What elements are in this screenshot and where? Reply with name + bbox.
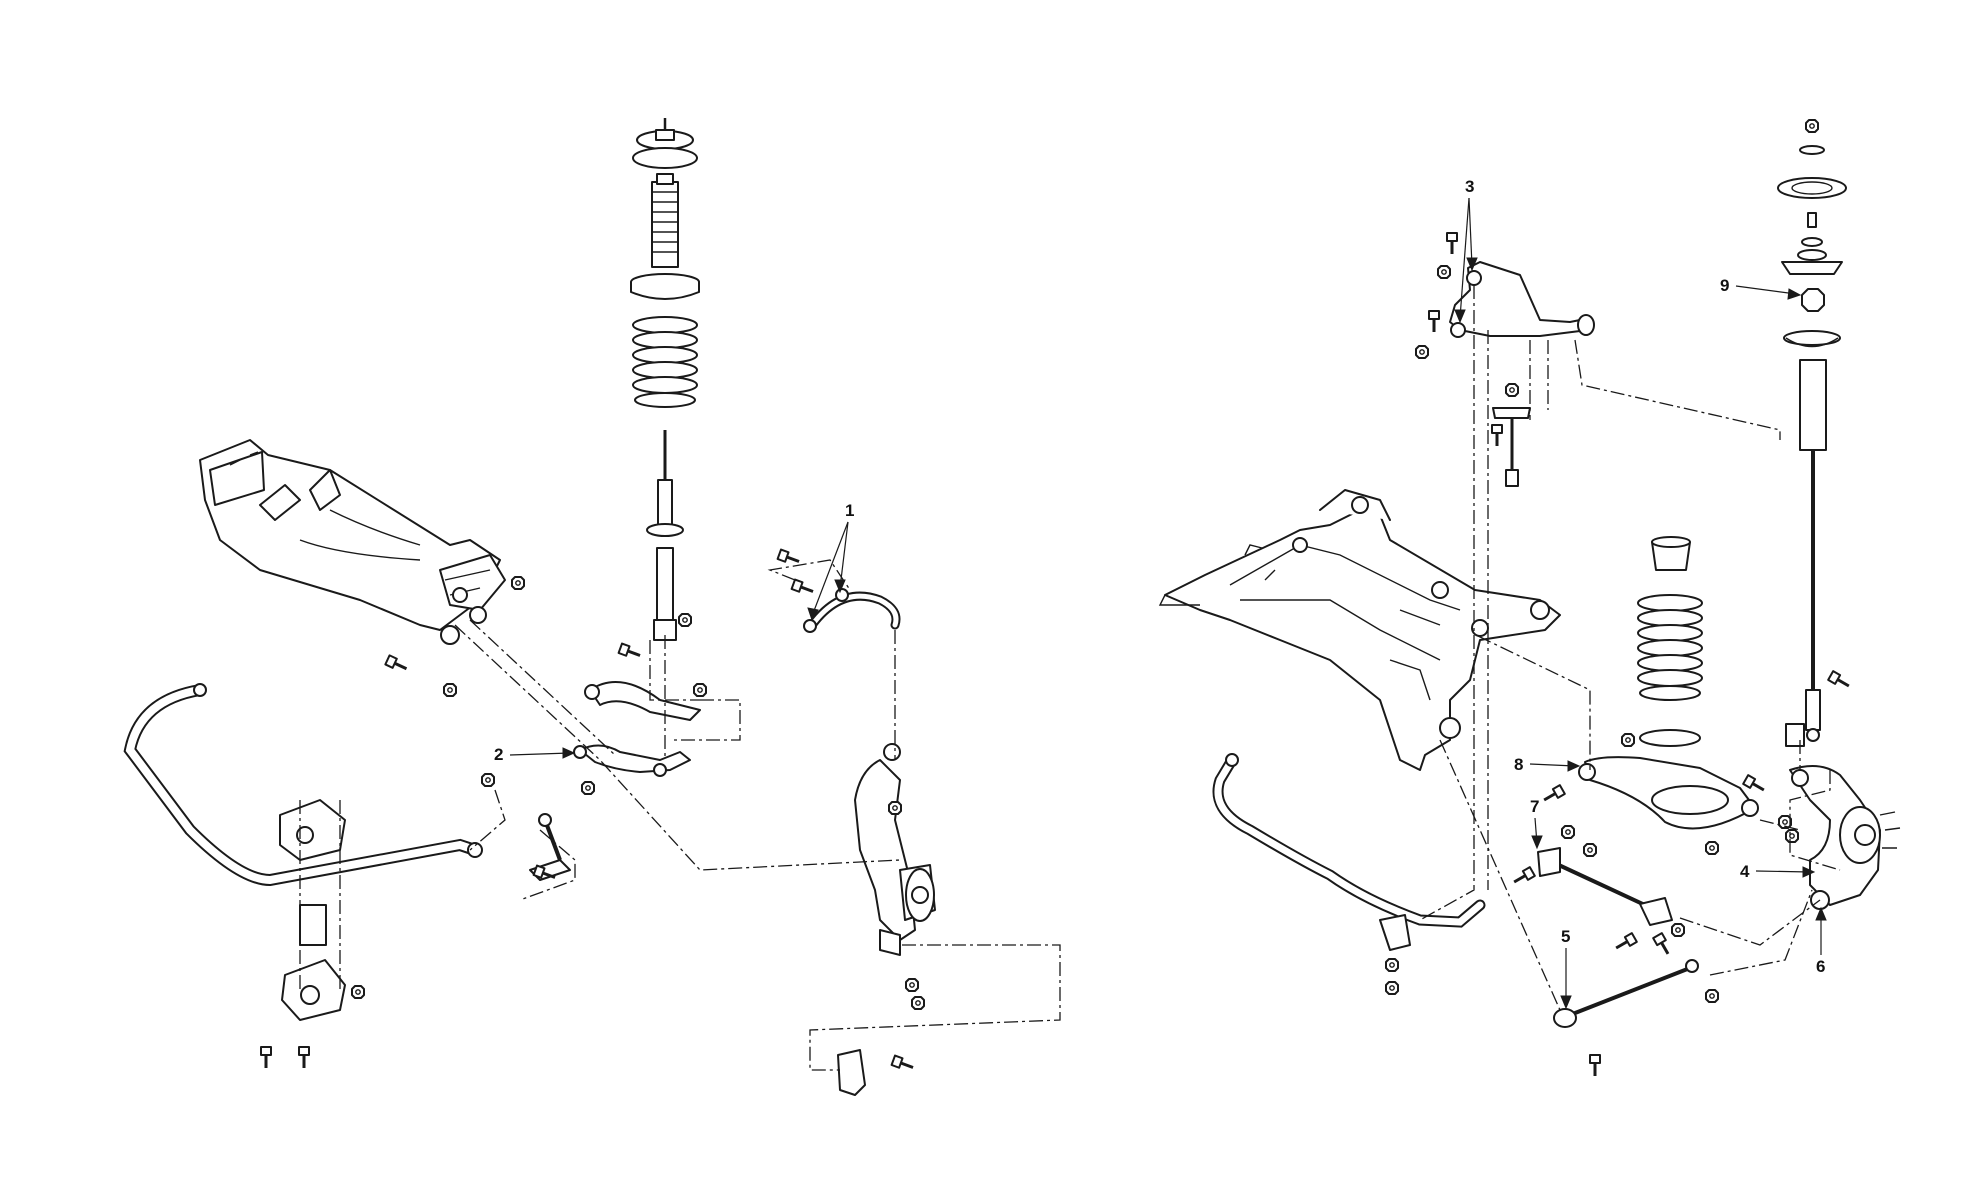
front-transverse-link [573,681,701,777]
nut-icon [581,781,595,795]
front-bracket [837,1049,866,1096]
callout-label-5: 5 [1561,927,1570,946]
rear-strut-mount [1777,119,1847,312]
callout-label-1: 1 [845,501,854,520]
bolt-icon [259,1045,273,1070]
bolt-icon [617,642,644,662]
bolt-icon [1540,783,1567,806]
nut-icon [1385,958,1399,972]
bolt-icon [776,548,803,568]
nut-icon [1415,345,1429,359]
bolt-icon [790,578,817,598]
callout-label-4: 4 [1740,862,1750,881]
callout-7: 7 [1530,797,1543,850]
callout-label-9: 9 [1720,276,1729,295]
nut-icon [693,683,707,697]
front-suspension-group [123,118,1061,1096]
bolt-icon [1490,423,1504,448]
nut-icon [1561,825,1575,839]
rear-radius-rod [1537,847,1673,926]
bolt-icon [1588,1053,1602,1078]
rear-coil-spring [1637,536,1703,747]
bolt-icon [1651,931,1674,958]
nut-icon [911,996,925,1010]
rear-suspension-group [1158,119,1901,1078]
callout-2: 2 [494,745,576,764]
front-steering-knuckle [854,743,936,956]
front-dust-boot [651,173,679,268]
front-upper-link [803,588,901,633]
callout-label-8: 8 [1514,755,1523,774]
front-stabilizer-bar [123,683,483,1021]
rear-lower-link [1578,756,1759,830]
front-fasteners [259,548,925,1074]
callout-9: 9 [1720,276,1802,300]
front-strut-assembly [630,118,700,641]
callout-6: 6 [1815,906,1827,976]
nut-icon [481,773,495,787]
bolt-icon [297,1045,311,1070]
callout-label-2: 2 [494,745,503,764]
bolt-icon [1427,309,1441,334]
nut-icon [443,683,457,697]
callout-8: 8 [1514,755,1581,774]
rear-assembly-lines [1419,285,1841,1011]
front-shock-absorber [646,430,684,641]
nut-icon [1583,843,1597,857]
front-assembly-lines [299,559,1061,1071]
front-coil-spring [632,316,698,408]
rear-shock-absorber [1783,330,1841,747]
front-crossmember [199,439,506,645]
rear-stabilizer-bar [1212,753,1486,951]
rear-axle-knuckle [1789,765,1901,910]
nut-icon [1385,981,1399,995]
callout-1: 1 [807,501,854,622]
rear-subframe [1158,489,1561,771]
callout-4: 4 [1740,862,1816,881]
callout-label-6: 6 [1816,957,1825,976]
rear-lateral-link [1553,959,1699,1028]
nut-icon [1505,383,1519,397]
bolt-icon [1445,231,1459,256]
callouts: 1 2 3 4 5 [494,177,1827,1010]
bolt-icon [383,653,411,675]
nut-icon [1621,733,1635,747]
callout-5: 5 [1560,927,1572,1010]
nut-icon [1705,989,1719,1003]
bolt-icon [1510,865,1537,888]
rear-upper-link [1449,261,1595,338]
rear-ball-joint [1492,407,1531,487]
callout-3: 3 [1454,177,1478,324]
callout-label-7: 7 [1530,797,1539,816]
nut-icon [511,576,525,590]
bolt-icon [1826,669,1853,692]
nut-icon [678,613,692,627]
nut-icon [1805,119,1819,133]
nut-icon [351,985,365,999]
nut-icon [905,978,919,992]
nut-icon [1705,841,1719,855]
bolt-icon [1741,773,1768,796]
nut-icon [1437,265,1451,279]
nut-icon [1785,829,1799,843]
bolt-icon [890,1054,917,1074]
bolt-icon [1612,931,1639,954]
nut-icon [888,801,902,815]
nut-icon [1671,923,1685,937]
callout-label-3: 3 [1465,177,1474,196]
